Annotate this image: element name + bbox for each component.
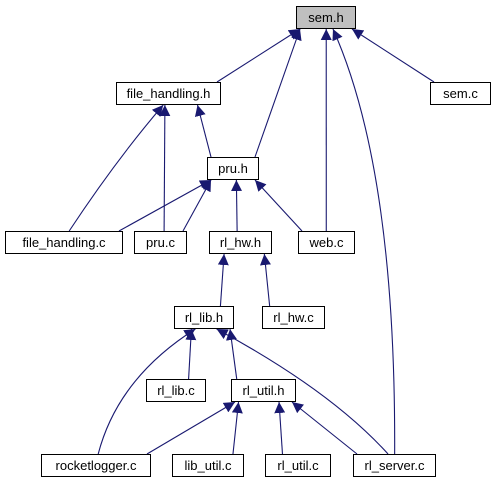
edge-rl-lib-c-to-rl-lib-h xyxy=(185,328,197,380)
node-rl-util-c[interactable]: rl_util.c xyxy=(265,454,331,477)
edge-rl-hw-c-to-rl-hw-h xyxy=(259,253,271,307)
edge-web-c-to-pru-h xyxy=(254,179,303,232)
node-file-handling-c[interactable]: file_handling.c xyxy=(5,231,123,254)
edge-file-handling-c-to-pru-h xyxy=(118,179,212,232)
node-rl-util-h[interactable]: rl_util.h xyxy=(231,379,296,402)
edge-pru-h-to-file-handling-h xyxy=(194,104,212,158)
edge-rl-lib-h-to-rl-hw-h xyxy=(217,253,229,307)
edge-rl-server-c-to-rl-lib-h xyxy=(216,328,389,455)
edge-file-handling-c-to-file-handling-h xyxy=(68,104,164,232)
node-rl-server-c[interactable]: rl_server.c xyxy=(353,454,436,477)
node-lib-util-c[interactable]: lib_util.c xyxy=(172,454,244,477)
edge-pru-c-to-pru-h xyxy=(182,179,212,232)
node-sem-h: sem.h xyxy=(296,6,356,29)
edge-file-handling-h-to-sem-h xyxy=(216,28,301,83)
node-file-handling-h[interactable]: file_handling.h xyxy=(116,82,221,105)
edge-pru-c-to-file-handling-h xyxy=(159,104,171,232)
edge-rl-util-c-to-rl-util-h xyxy=(274,401,286,455)
edge-sem-c-to-sem-h xyxy=(351,28,435,83)
node-sem-c[interactable]: sem.c xyxy=(430,82,491,105)
edge-rl-server-c-to-rl-util-h xyxy=(291,401,358,455)
edge-rocketlogger-c-to-rl-lib-h xyxy=(97,328,196,455)
edge-rocketlogger-c-to-rl-util-h xyxy=(146,401,236,455)
edge-rl-hw-h-to-pru-h xyxy=(231,179,243,232)
edge-pru-h-to-sem-h xyxy=(254,28,302,158)
node-rl-hw-h[interactable]: rl_hw.h xyxy=(209,231,272,254)
node-rl-hw-c[interactable]: rl_hw.c xyxy=(262,306,325,329)
node-pru-c[interactable]: pru.c xyxy=(134,231,187,254)
node-web-c[interactable]: web.c xyxy=(298,231,355,254)
node-pru-h[interactable]: pru.h xyxy=(207,157,259,180)
edge-lib-util-c-to-rl-util-h xyxy=(231,401,243,455)
node-rl-lib-c[interactable]: rl_lib.c xyxy=(146,379,206,402)
node-rocketlogger-c[interactable]: rocketlogger.c xyxy=(41,454,151,477)
node-rl-lib-h[interactable]: rl_lib.h xyxy=(174,306,234,329)
edge-rl-server-c-to-sem-h xyxy=(332,28,396,455)
